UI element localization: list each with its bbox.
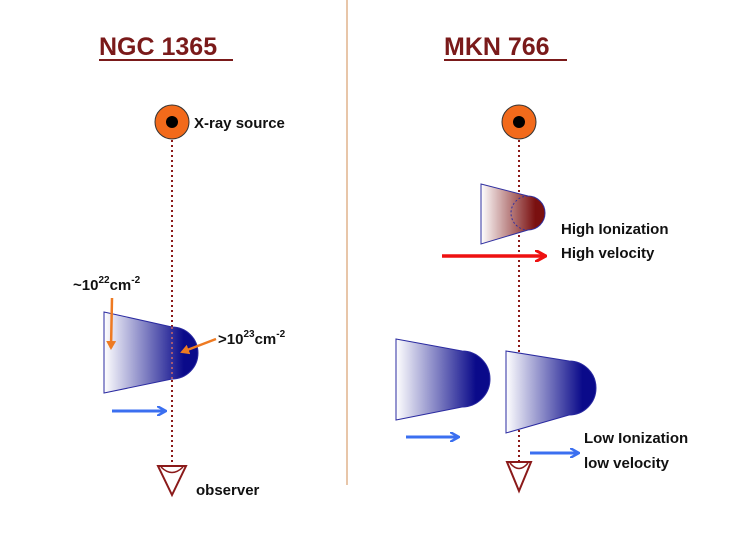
column-high-arrow — [180, 337, 217, 355]
high-ionization-label: High Ionization — [561, 221, 668, 238]
xray-source-icon — [154, 104, 190, 140]
low-ionization-label: Low Ionization — [584, 430, 688, 447]
xray-source-label: X-ray source — [194, 115, 285, 132]
low-ionization-cloud-right — [505, 350, 597, 434]
high-velocity-label: High velocity — [561, 245, 655, 262]
observer-label: observer — [196, 482, 260, 499]
observer-eye-icon — [156, 465, 188, 498]
low-velocity-label: low velocity — [584, 455, 670, 472]
ngc1365-cloud — [103, 311, 199, 394]
column-density-high-label: >1023cm-2 — [218, 329, 286, 348]
right-xray-source-icon — [501, 104, 537, 140]
right-panel-title: MKN 766 — [444, 33, 550, 61]
column-low-arrow — [106, 297, 117, 350]
low-ionization-cloud-left — [395, 338, 491, 421]
column-density-low-label: ~1022cm-2 — [73, 275, 141, 294]
right-observer-eye-icon — [505, 461, 533, 494]
high-ionization-cloud — [480, 183, 546, 245]
left-panel-title: NGC 1365 — [99, 33, 217, 61]
